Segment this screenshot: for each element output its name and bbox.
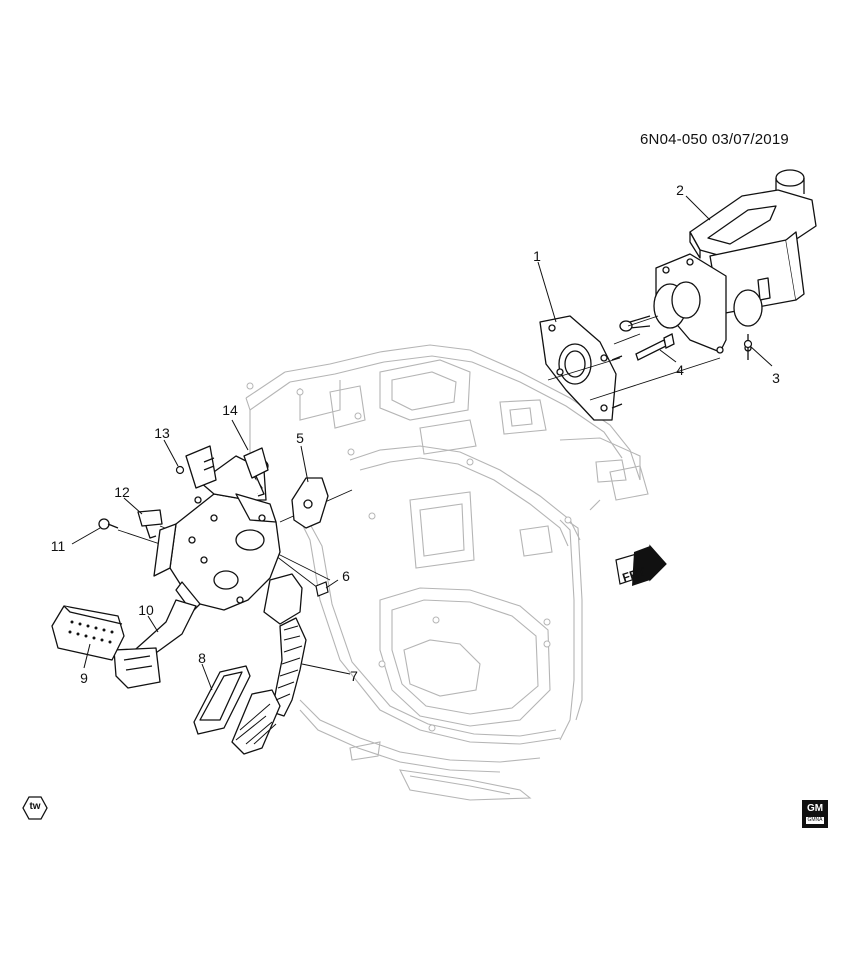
callout-3: 3 xyxy=(772,370,780,386)
callout-12: 12 xyxy=(114,484,130,500)
leader-lines xyxy=(71,195,773,691)
front-direction-arrow: FRT xyxy=(615,544,667,586)
body-fastener-dots xyxy=(246,382,572,732)
callout-8: 8 xyxy=(198,650,206,666)
callout-11: 11 xyxy=(50,538,66,554)
callout-14: 14 xyxy=(222,402,238,418)
gm-logo: GM GMNA xyxy=(802,800,828,828)
master-cylinder-body xyxy=(619,253,763,360)
bolt-11 xyxy=(98,518,119,530)
bolt-4 xyxy=(635,333,675,361)
callout-10: 10 xyxy=(138,602,154,618)
tw-badge: tw xyxy=(22,796,48,820)
callout-9: 9 xyxy=(80,670,88,686)
callout-1: 1 xyxy=(533,248,541,264)
tw-badge-text: tw xyxy=(29,801,41,812)
pedal-pad-9 xyxy=(51,605,125,661)
callout-4: 4 xyxy=(676,362,684,378)
bolt-3 xyxy=(743,339,753,349)
pedal-pad-8 xyxy=(193,665,251,735)
booster-gasket xyxy=(539,315,623,421)
accelerator-pedal-7-pattern xyxy=(235,625,303,745)
bolt-6 xyxy=(315,581,329,597)
switch-bracket-5 xyxy=(291,477,329,529)
gm-logo-sub: GMNA xyxy=(806,817,824,824)
document-id: 6N04-050 03/07/2019 xyxy=(640,131,789,148)
pedal-pad-9-texture xyxy=(68,620,114,644)
nut-13 xyxy=(175,465,185,475)
callout-5: 5 xyxy=(296,430,304,446)
callout-2: 2 xyxy=(676,182,684,198)
accelerator-pedal-7 xyxy=(231,573,307,755)
pedal-arm-10 xyxy=(113,599,197,689)
master-cylinder-reservoir xyxy=(689,169,817,315)
callout-13: 13 xyxy=(154,425,170,441)
dash-panel-outline xyxy=(245,344,649,801)
callout-7: 7 xyxy=(350,668,358,684)
callout-6: 6 xyxy=(342,568,350,584)
clip-12 xyxy=(137,509,163,539)
gm-logo-letters: GM xyxy=(806,803,824,814)
sensor-14 xyxy=(243,447,269,497)
hexagon-icon xyxy=(22,796,48,820)
